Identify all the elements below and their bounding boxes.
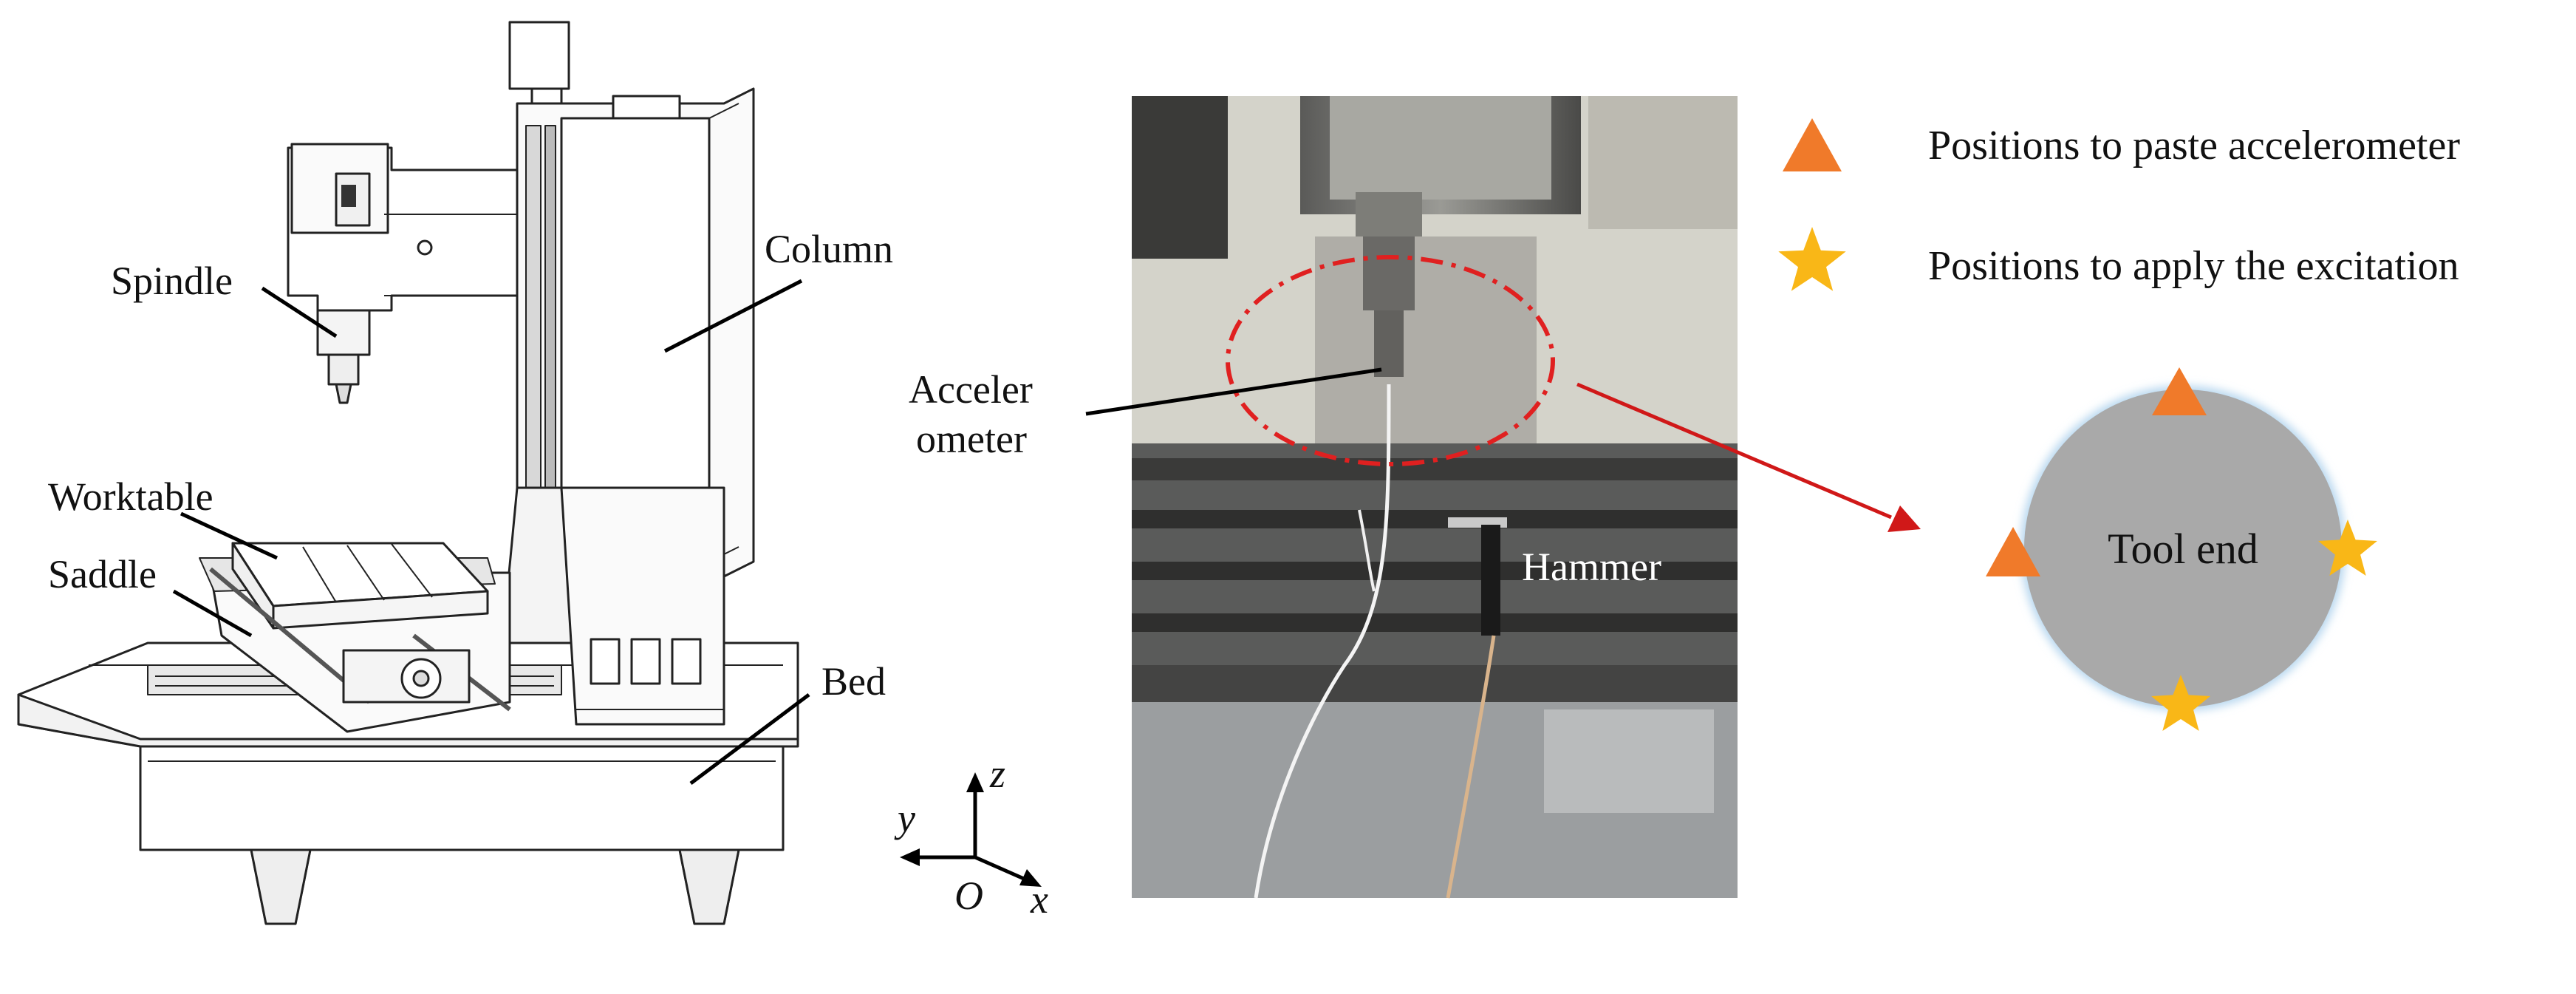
triangle-legend-label: Positions to paste accelerometer xyxy=(1928,123,2460,168)
right-star-marker xyxy=(2318,520,2377,576)
spindle-head-drawing xyxy=(287,143,519,404)
accelerometer-label-line1: Acceler xyxy=(909,367,1033,412)
star-legend-label: Positions to apply the excitation xyxy=(1928,243,2459,289)
coordinate-axes xyxy=(900,772,1042,887)
bed-leader xyxy=(689,693,810,785)
triangle-legend-icon xyxy=(1783,118,1842,171)
tool-end-circle xyxy=(2024,389,2342,707)
legend: Positions to paste accelerometer Positio… xyxy=(1778,118,2460,291)
spindle-label: Spindle xyxy=(111,259,233,303)
bed-label: Bed xyxy=(821,659,886,704)
x-arrow-head xyxy=(1019,869,1042,887)
accelerometer-label-line2: ometer xyxy=(916,417,1027,461)
worktable-label: Worktable xyxy=(48,474,213,519)
column-leader xyxy=(663,279,803,353)
column-label: Column xyxy=(765,227,893,271)
hammer-label: Hammer xyxy=(1522,545,1661,589)
x-axis-label: x xyxy=(1030,877,1048,922)
tool-end-highlight xyxy=(1226,255,1555,466)
tool-end-label: Tool end xyxy=(2108,525,2258,573)
left-triangle-marker xyxy=(1986,527,2040,576)
machine-tool-drawing xyxy=(17,21,799,925)
z-arrow-head xyxy=(966,772,984,792)
accelerometer-leader xyxy=(1085,367,1382,416)
star-legend-icon xyxy=(1778,227,1846,291)
origin-label: O xyxy=(954,874,983,918)
worktable-leader xyxy=(180,511,279,560)
column-drawing xyxy=(501,21,755,726)
machine-leader-lines xyxy=(172,279,810,785)
hammer-cable xyxy=(1446,635,1496,899)
saddle-leader xyxy=(172,589,253,638)
y-axis-label: y xyxy=(894,796,915,840)
highlight-arrow xyxy=(1576,382,1921,532)
saddle-label: Saddle xyxy=(48,552,157,596)
accelerometer-cable xyxy=(1254,384,1391,899)
tool-end-diagram: Tool end xyxy=(1986,367,2377,731)
saddle-worktable-drawing xyxy=(199,542,511,733)
y-arrow-head xyxy=(900,848,920,866)
top-triangle-marker xyxy=(2152,367,2207,415)
bottom-star-marker xyxy=(2151,675,2210,731)
z-axis-label: z xyxy=(989,752,1005,796)
hammer-handle xyxy=(1481,525,1500,636)
experiment-photo xyxy=(1132,96,1738,899)
spindle-leader xyxy=(261,286,338,338)
